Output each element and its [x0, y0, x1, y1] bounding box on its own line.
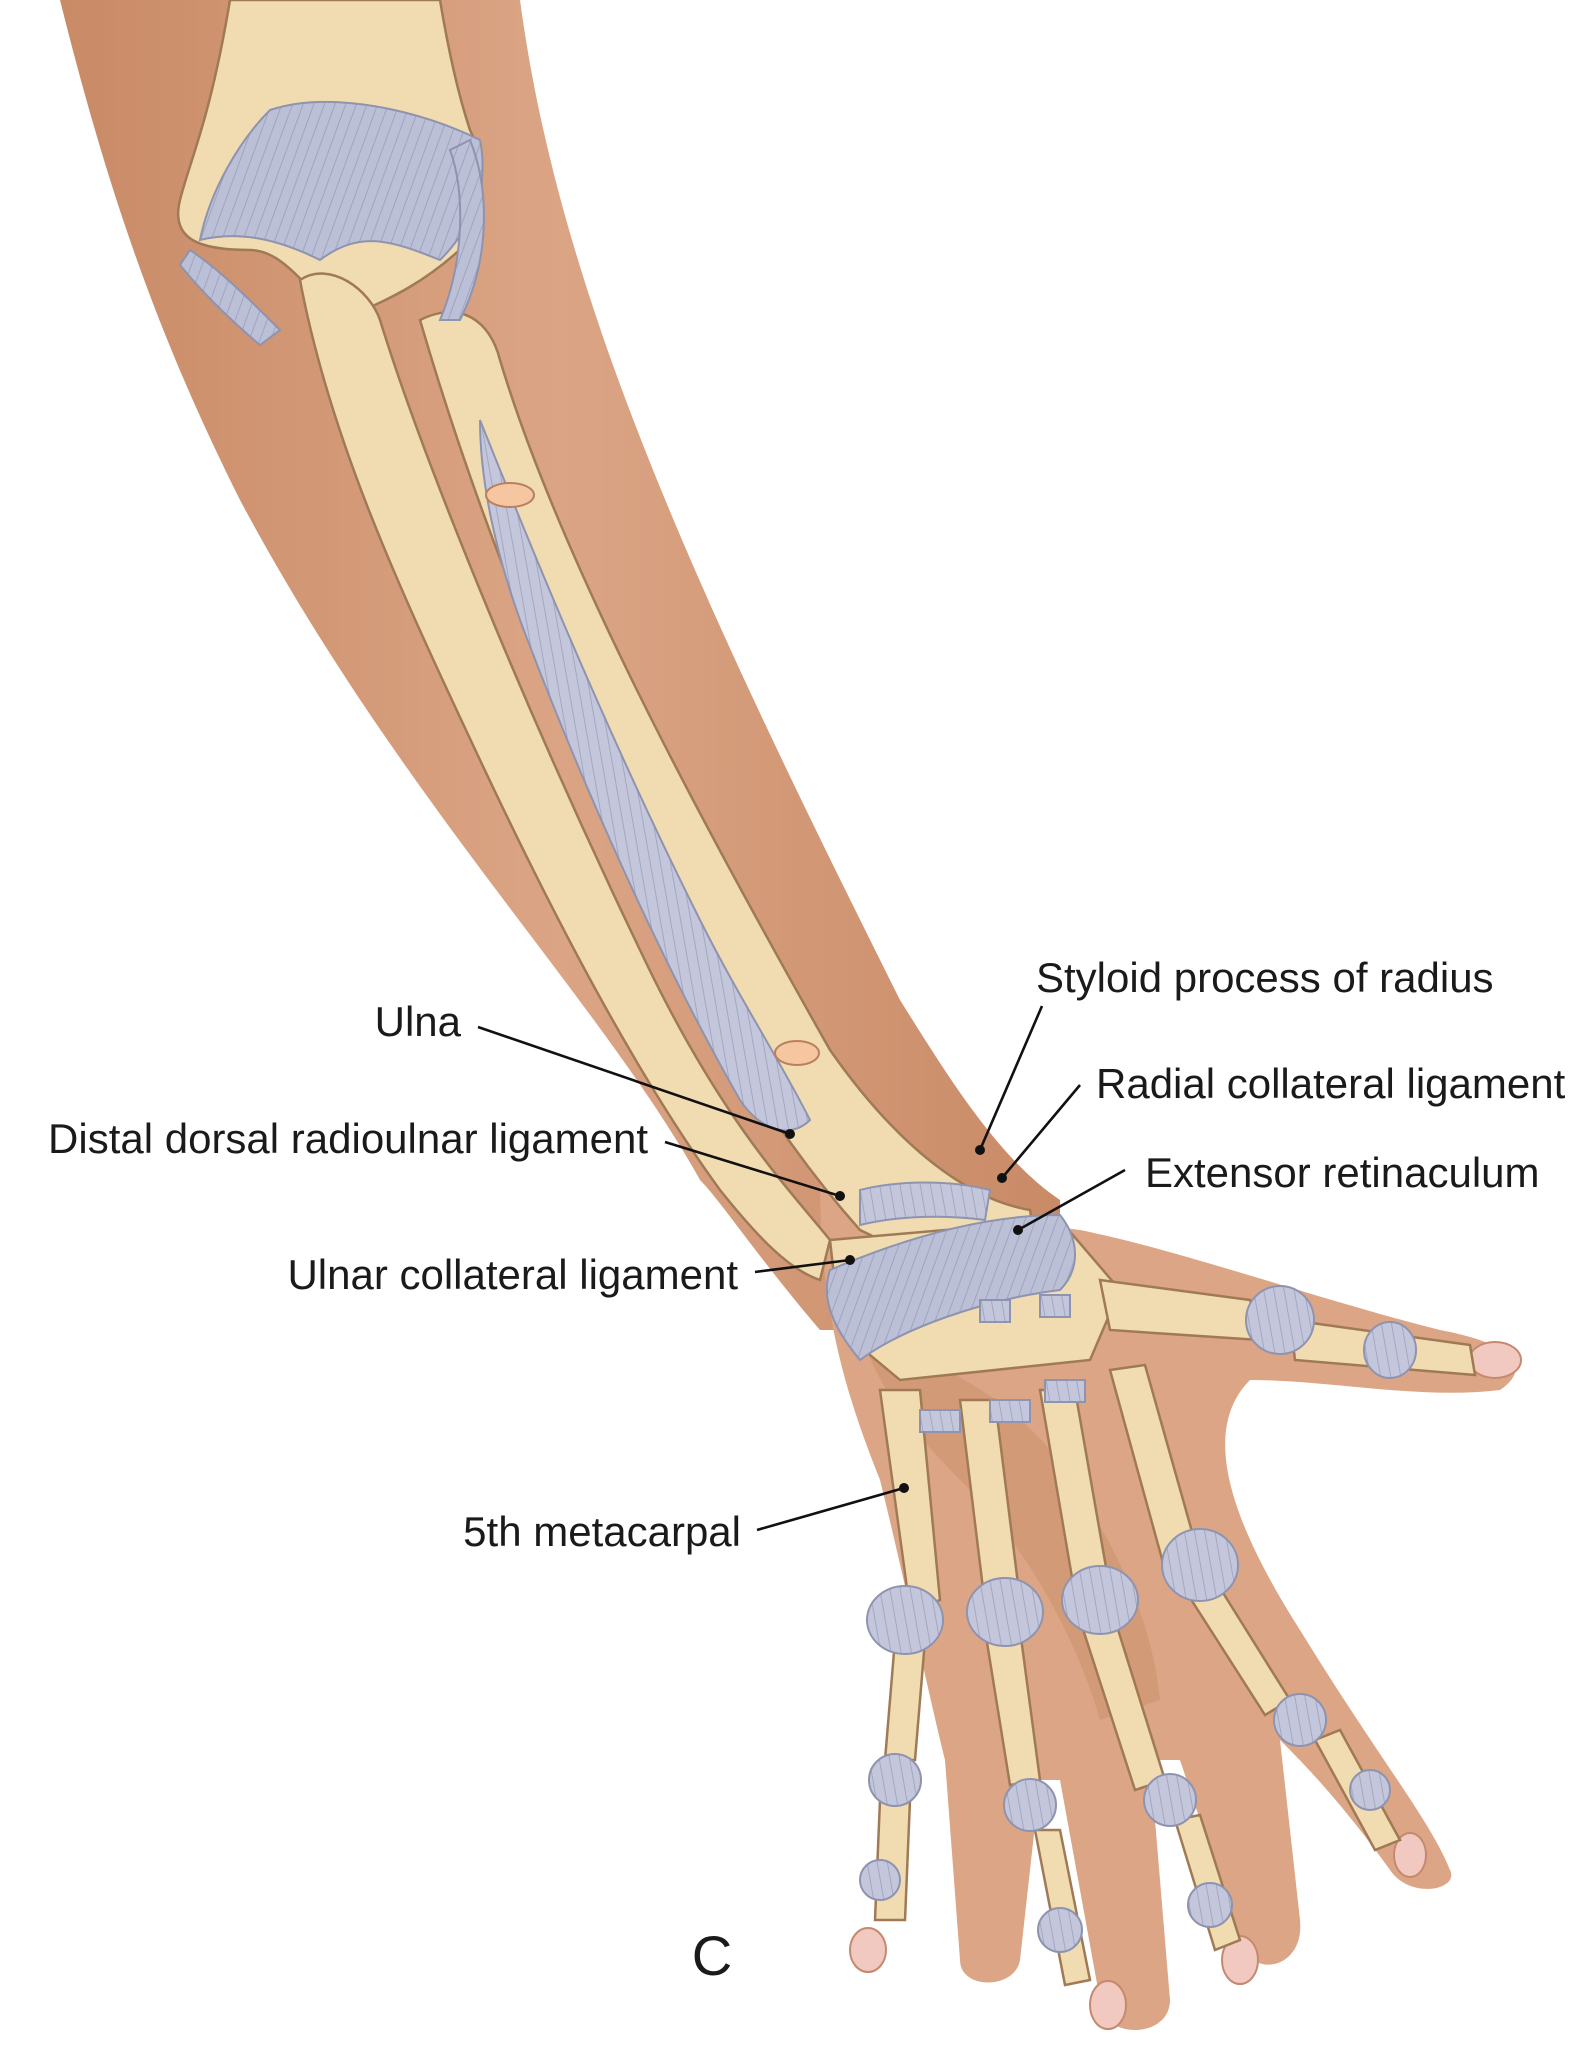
label-styloid-process-of-radius: Styloid process of radius	[1036, 954, 1494, 1001]
label-5th-metacarpal: 5th metacarpal	[463, 1508, 741, 1555]
label-ulnar-collateral-ligament: Ulnar collateral ligament	[287, 1251, 738, 1298]
label-extensor-retinaculum: Extensor retinaculum	[1145, 1149, 1540, 1196]
leader-lines	[477, 1005, 1126, 1532]
panel-letter: C	[692, 1924, 732, 1987]
label-ulna: Ulna	[375, 998, 462, 1045]
extensor-retinaculum-band	[825, 1213, 1076, 1362]
finger-nails	[849, 1341, 1522, 2030]
label-distal-dorsal-radioulnar-ligament: Distal dorsal radioulnar ligament	[48, 1115, 648, 1162]
elbow-capsule-ligament	[198, 100, 484, 262]
label-radial-collateral-ligament: Radial collateral ligament	[1096, 1060, 1566, 1107]
ligaments	[178, 100, 1417, 1953]
